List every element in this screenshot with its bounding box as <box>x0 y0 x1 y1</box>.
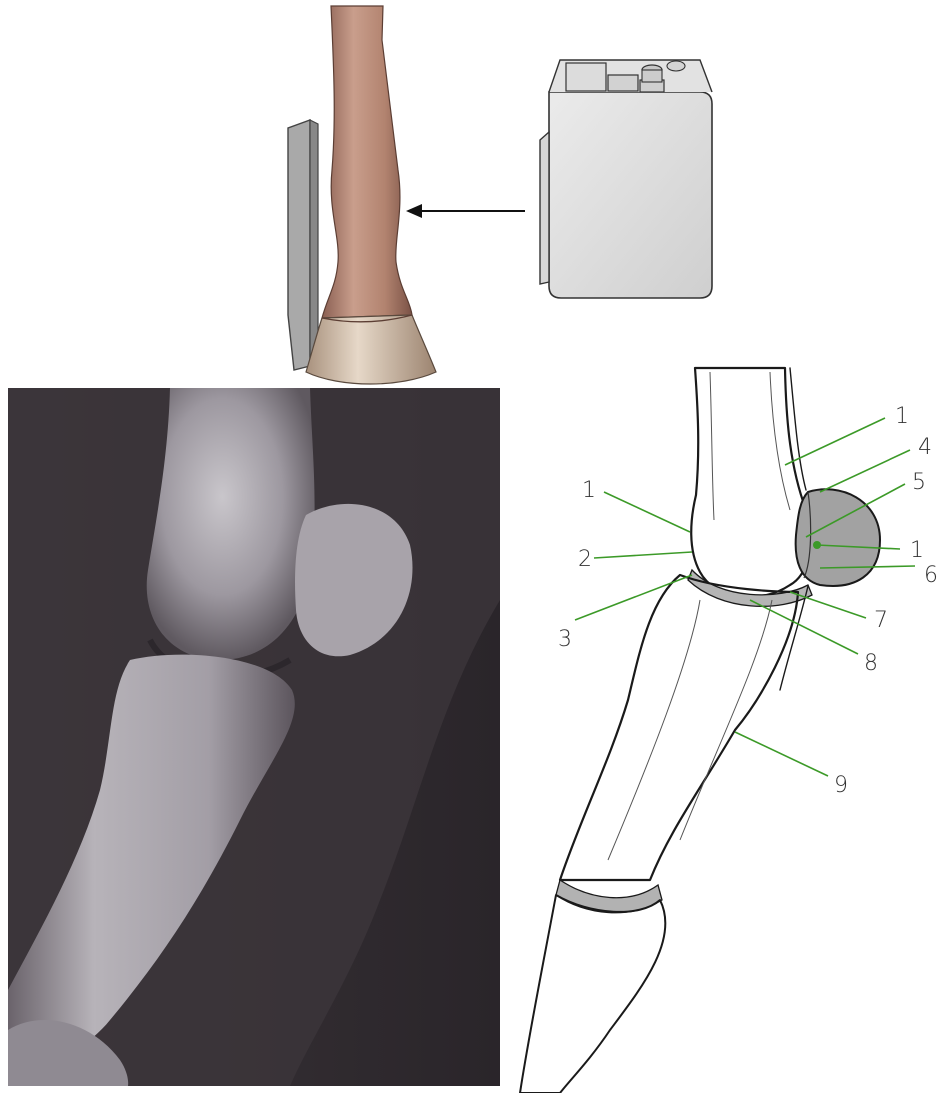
callout-5: 5 <box>912 470 926 495</box>
leader-1a <box>785 418 885 465</box>
leader-2 <box>594 552 692 558</box>
positioning-illustration <box>288 6 712 384</box>
leader-1c <box>604 492 690 532</box>
callout-8: 8 <box>864 651 878 676</box>
anatomical-line-drawing <box>520 368 880 1093</box>
beam-arrow <box>406 204 525 218</box>
callout-3: 3 <box>558 627 572 652</box>
leader-9 <box>735 732 828 776</box>
leg-model <box>306 6 436 384</box>
callout-7: 7 <box>874 608 888 633</box>
leader-3 <box>575 575 692 620</box>
leader-8 <box>750 600 858 654</box>
callout-1a: 1 <box>895 404 909 429</box>
callout-1b: 1 <box>910 538 924 563</box>
radiograph <box>8 388 500 1086</box>
callout-6: 6 <box>924 563 938 588</box>
leader-4 <box>820 450 910 492</box>
callout-1c: 1 <box>582 478 596 503</box>
callout-2: 2 <box>578 547 592 572</box>
xray-source <box>540 60 712 298</box>
callout-4: 4 <box>918 435 932 460</box>
callout-9: 9 <box>834 773 848 798</box>
xray-plate <box>288 120 318 370</box>
